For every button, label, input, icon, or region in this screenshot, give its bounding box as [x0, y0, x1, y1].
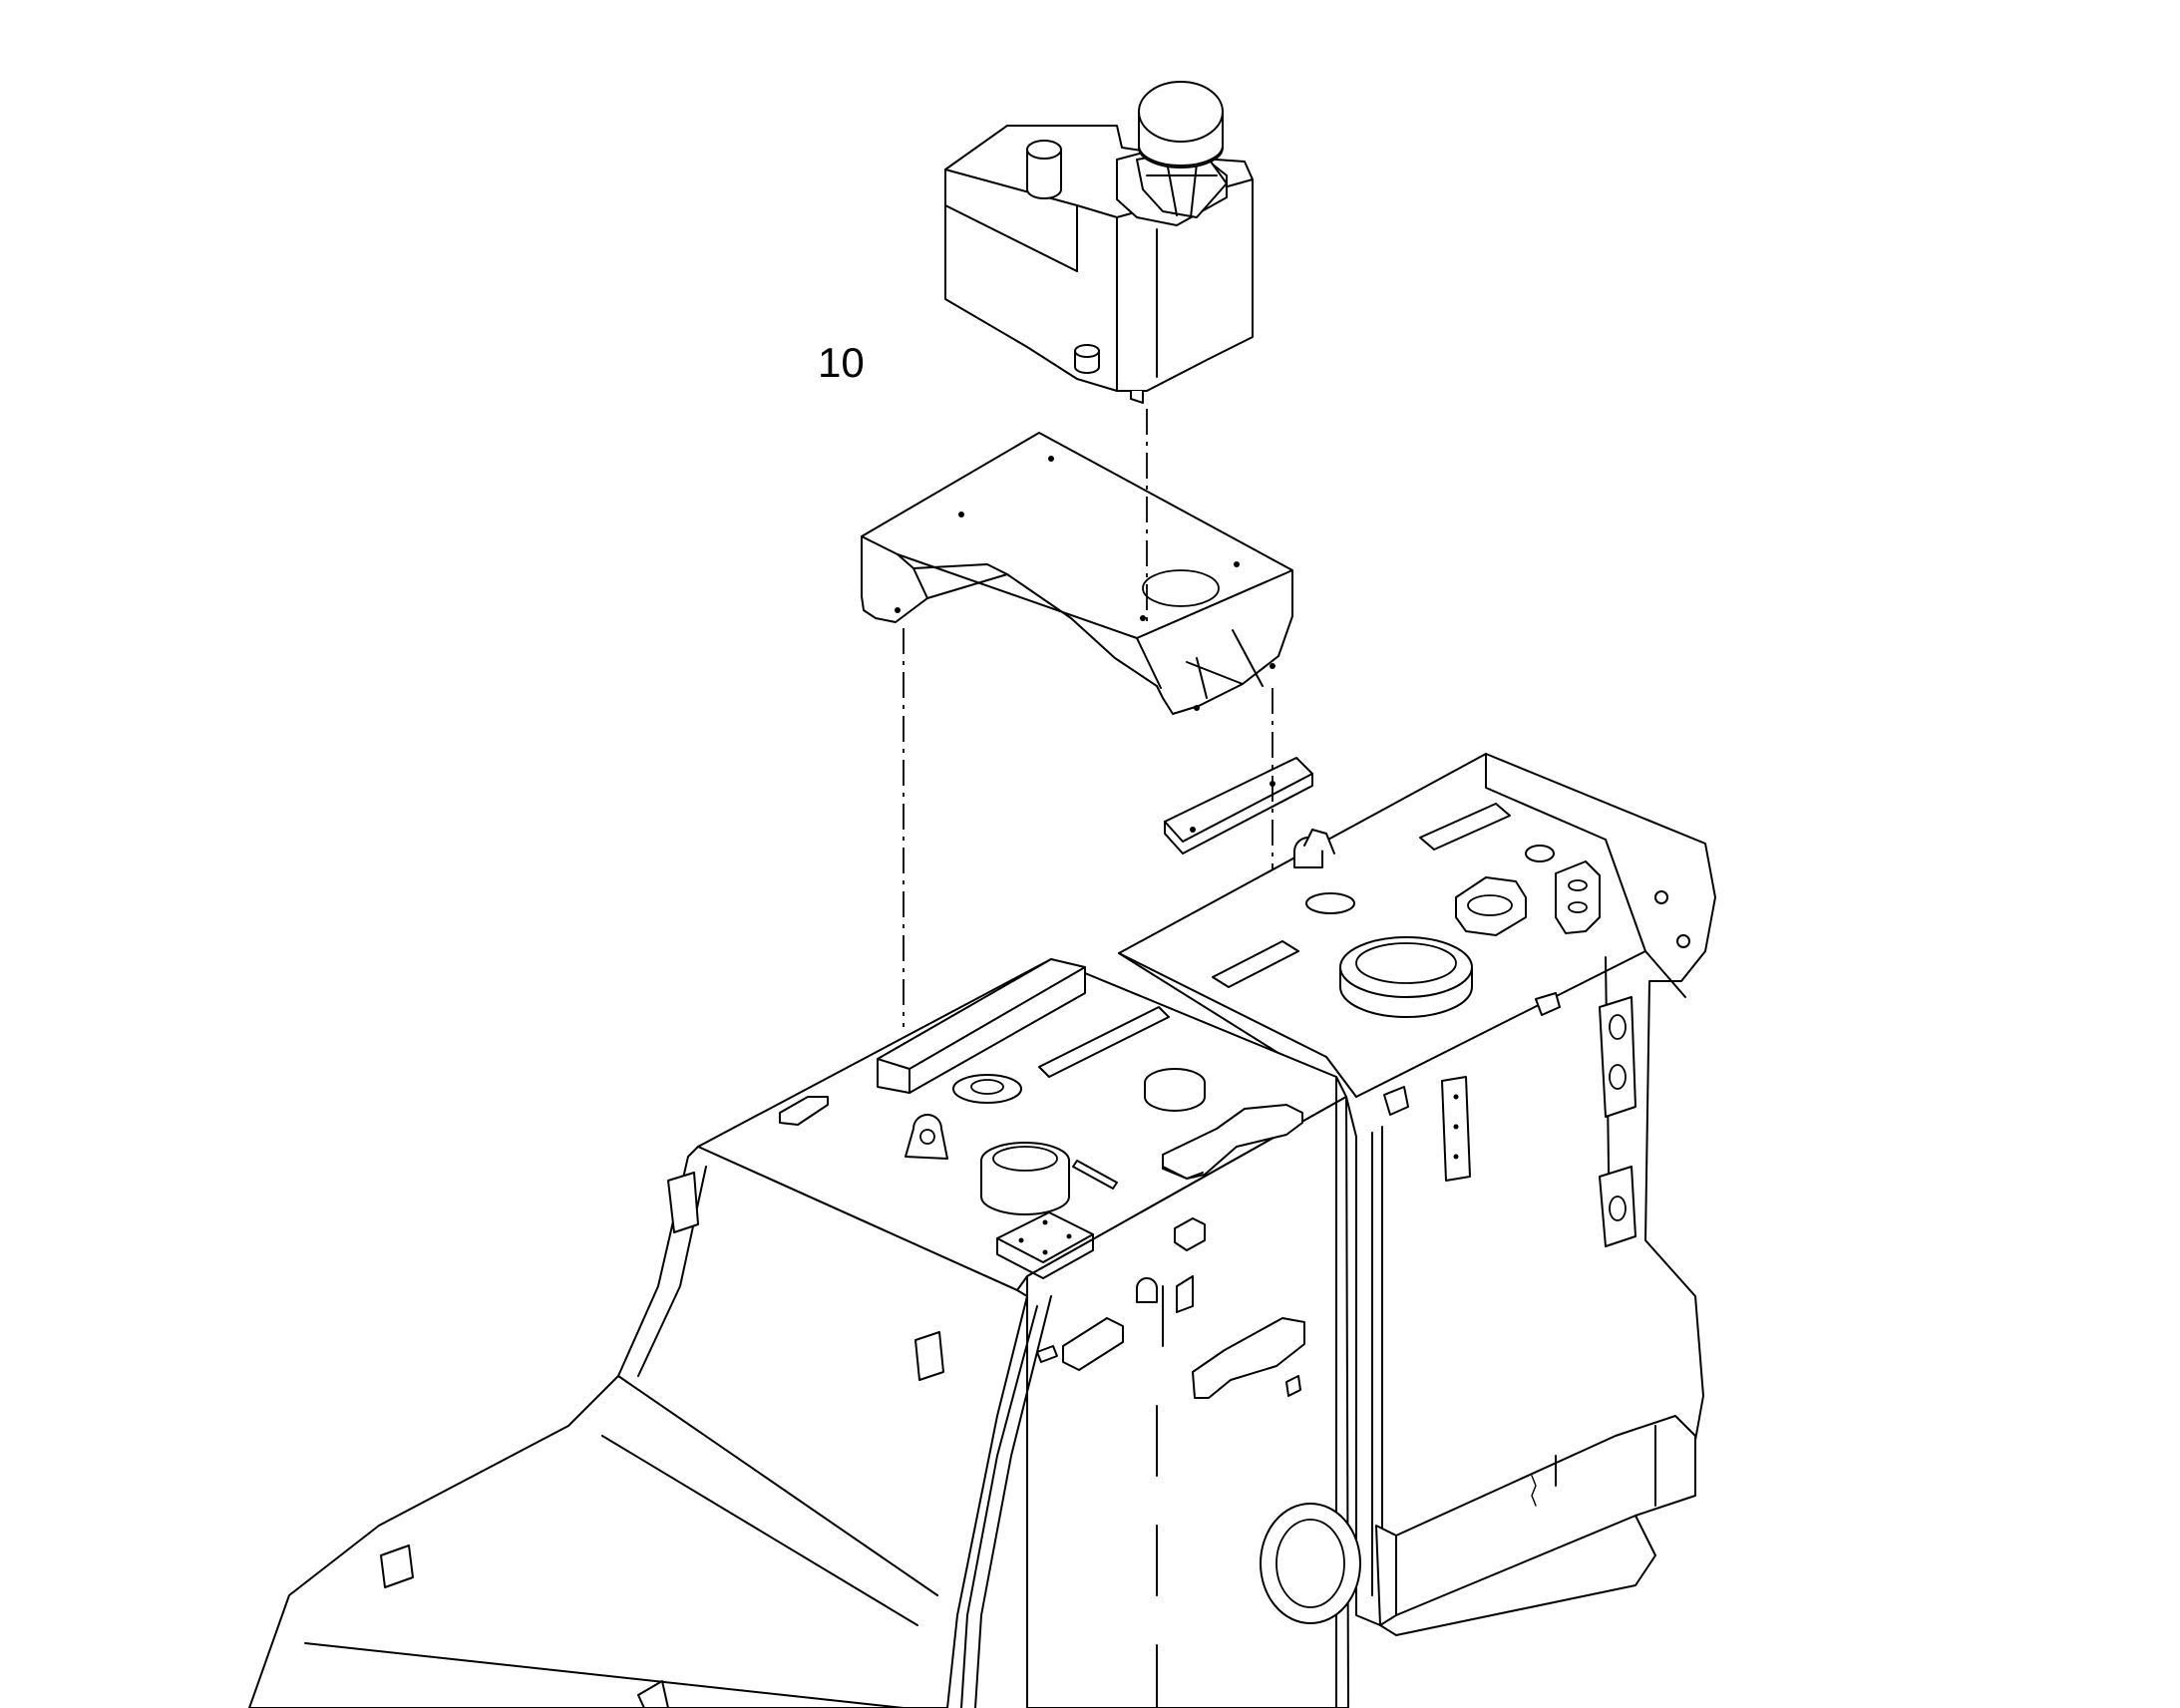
frame-front-section [248, 958, 1361, 1708]
spacer-plate [1164, 757, 1313, 854]
mounting-bracket [861, 432, 1293, 715]
callout-10: 10 [818, 339, 865, 386]
tank-assembly [944, 81, 1254, 404]
frame-rear-section [1118, 753, 1716, 1636]
